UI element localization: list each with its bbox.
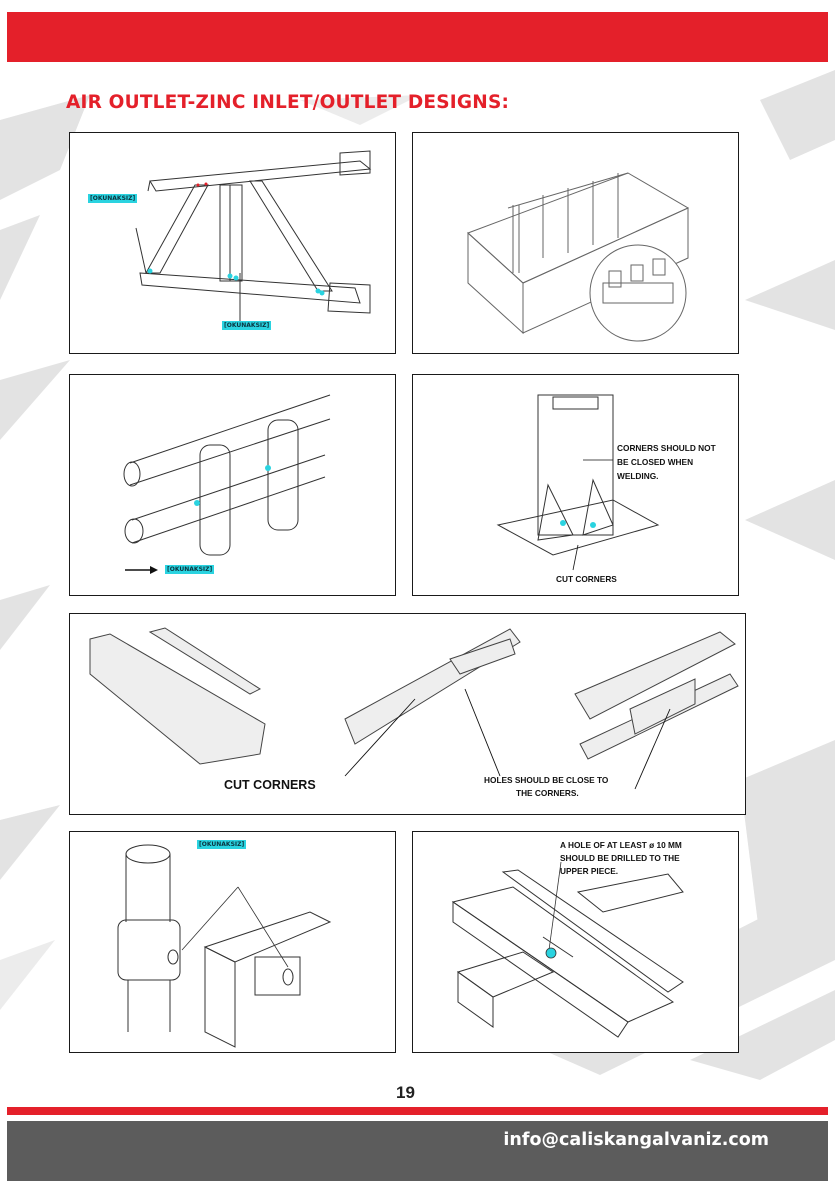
- beams-illustration: [89, 627, 739, 790]
- column-cut-corners-label: CUT CORNERS: [556, 574, 617, 584]
- column-note-line1: CORNERS SHOULD NOT: [617, 443, 716, 453]
- column-note-line3: WELDING.: [617, 471, 659, 481]
- column-note-line2: BE CLOSED WHEN: [617, 457, 694, 467]
- truss-tag-bottom: [OKUNAKSIZ]: [222, 321, 272, 330]
- beams-holes-line1: HOLES SHOULD BE CLOSE TO: [484, 775, 609, 785]
- panel-pipes-diagram: [OKUNAKSIZ]: [69, 374, 396, 596]
- panel-channel-cross-diagram: A HOLE OF AT LEAST ø 10 MM SHOULD BE DRI…: [412, 831, 739, 1053]
- truss-illustration: [135, 150, 372, 323]
- pipes-illustration: [123, 394, 331, 574]
- page-number: 19: [396, 1083, 415, 1102]
- panel-tank-diagram: [412, 132, 739, 354]
- panel-beams-diagram: CUT CORNERS HOLES SHOULD BE CLOSE TO THE…: [69, 613, 746, 815]
- beams-cut-corners-label: CUT CORNERS: [224, 778, 316, 792]
- beams-holes-line2: THE CORNERS.: [516, 788, 579, 798]
- footer-gray-bar: [7, 1121, 828, 1181]
- footer-red-line: [7, 1107, 828, 1115]
- footer-email-link[interactable]: info@caliskangalvaniz.com: [503, 1130, 769, 1150]
- column-base-illustration: [496, 394, 660, 571]
- channel-hole-line1: A HOLE OF AT LEAST ø 10 MM: [560, 840, 682, 850]
- pipes-tag: [OKUNAKSIZ]: [165, 565, 215, 574]
- panel-tube-joint-diagram: [OKUNAKSIZ]: [69, 831, 396, 1053]
- tube-joint-tag: [OKUNAKSIZ]: [197, 840, 247, 849]
- channel-cross-illustration: [451, 861, 684, 1038]
- header-red-bar: [7, 12, 828, 62]
- page-title: AIR OUTLET-ZINC INLET/OUTLET DESIGNS:: [66, 92, 510, 113]
- tank-illustration: [467, 172, 690, 342]
- panel-column-base-diagram: CORNERS SHOULD NOT BE CLOSED WHEN WELDIN…: [412, 374, 739, 596]
- channel-hole-line2: SHOULD BE DRILLED TO THE: [560, 853, 680, 863]
- panel-truss-diagram: [OKUNAKSIZ] [OKUNAKSIZ]: [69, 132, 396, 354]
- truss-tag-left: [OKUNAKSIZ]: [88, 194, 138, 203]
- tube-joint-illustration: [117, 844, 332, 1048]
- channel-hole-line3: UPPER PIECE.: [560, 866, 619, 876]
